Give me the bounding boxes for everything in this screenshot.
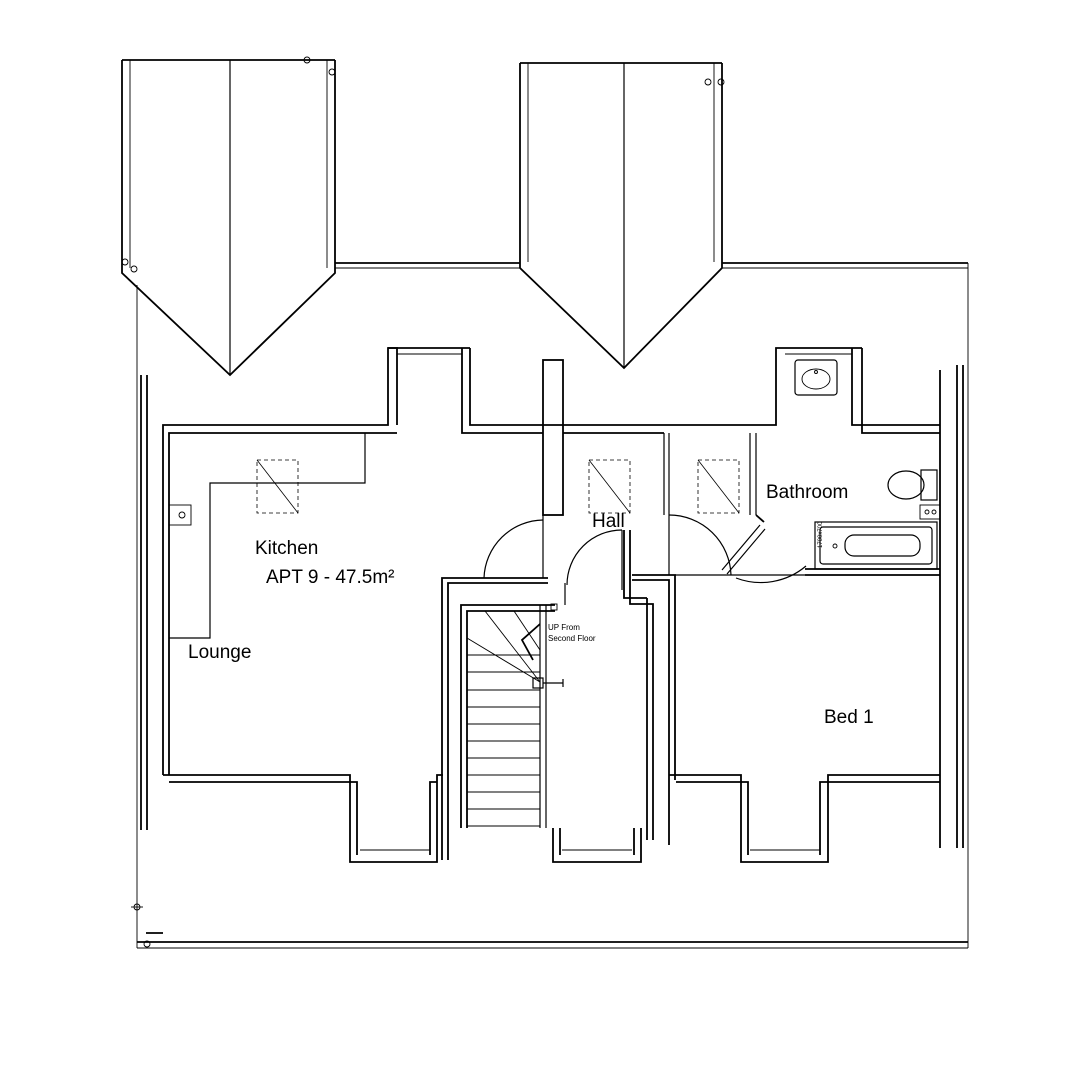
roof-outline (121, 56, 968, 377)
apartment-area-label: APT 9 - 47.5m² (266, 567, 395, 588)
skylights (256, 459, 740, 514)
room-label-bathroom: Bathroom (766, 482, 849, 503)
room-label-bed-1: Bed 1 (824, 707, 874, 728)
doors (483, 514, 807, 590)
bath-size-label: 1700x700 (818, 521, 824, 548)
site-boundary (131, 263, 969, 949)
stair-note-line-2: Second Floor (548, 634, 596, 643)
room-label-kitchen: Kitchen (255, 538, 319, 559)
room-label-hall: Hall (592, 511, 625, 532)
kitchen-worktop (168, 433, 366, 639)
bathroom-fittings (794, 359, 941, 570)
staircase (466, 603, 564, 827)
stair-note-line-1: UP From (548, 623, 580, 632)
external-walls (162, 347, 940, 863)
internal-walls (441, 359, 940, 860)
room-label-lounge: Lounge (188, 642, 252, 663)
